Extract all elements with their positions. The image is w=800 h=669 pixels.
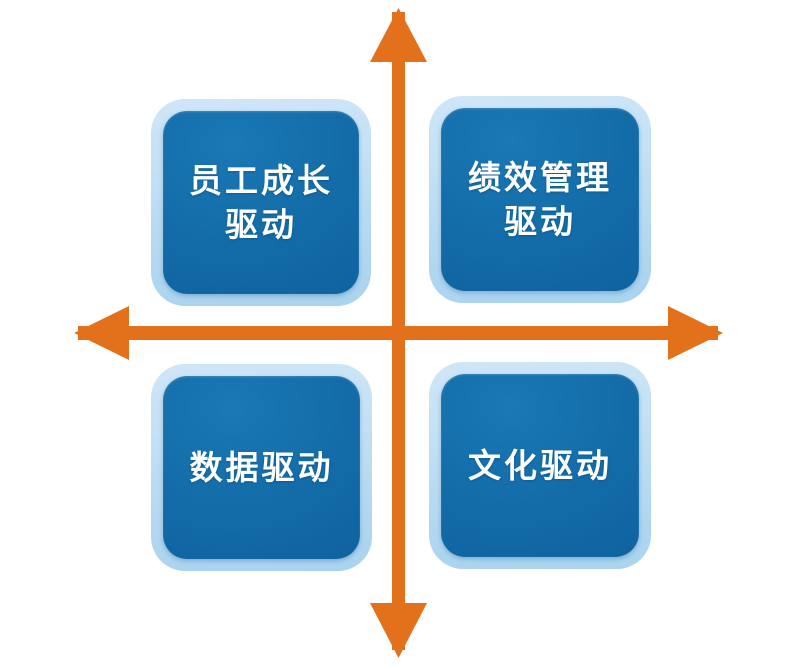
quadrant-box-bottom-left[interactable]: 数据驱动 (151, 364, 372, 571)
down-arrow-icon (370, 603, 427, 658)
left-arrow-icon (74, 306, 129, 360)
quadrant-box-top-right[interactable]: 绩效管理 驱动 (429, 96, 651, 303)
up-arrow-icon (370, 8, 427, 62)
quadrant-box-bottom-right[interactable]: 文化驱动 (429, 362, 651, 569)
quadrant-label-top-right: 绩效管理 驱动 (468, 157, 612, 241)
quadrant-label-bottom-left: 数据驱动 (189, 447, 334, 487)
quadrant-label-top-left: 员工成长 驱动 (189, 160, 333, 244)
right-arrow-icon (668, 306, 723, 360)
horizontal-axis-line (78, 326, 718, 340)
quadrant-inner-bottom-left: 数据驱动 (163, 376, 360, 559)
quadrant-box-top-left[interactable]: 员工成长 驱动 (151, 99, 371, 306)
quadrant-inner-bottom-right: 文化驱动 (441, 374, 639, 557)
quadrant-label-bottom-right: 文化驱动 (468, 445, 612, 485)
quadrant-inner-top-right: 绩效管理 驱动 (441, 108, 639, 291)
quadrant-inner-top-left: 员工成长 驱动 (163, 111, 359, 294)
